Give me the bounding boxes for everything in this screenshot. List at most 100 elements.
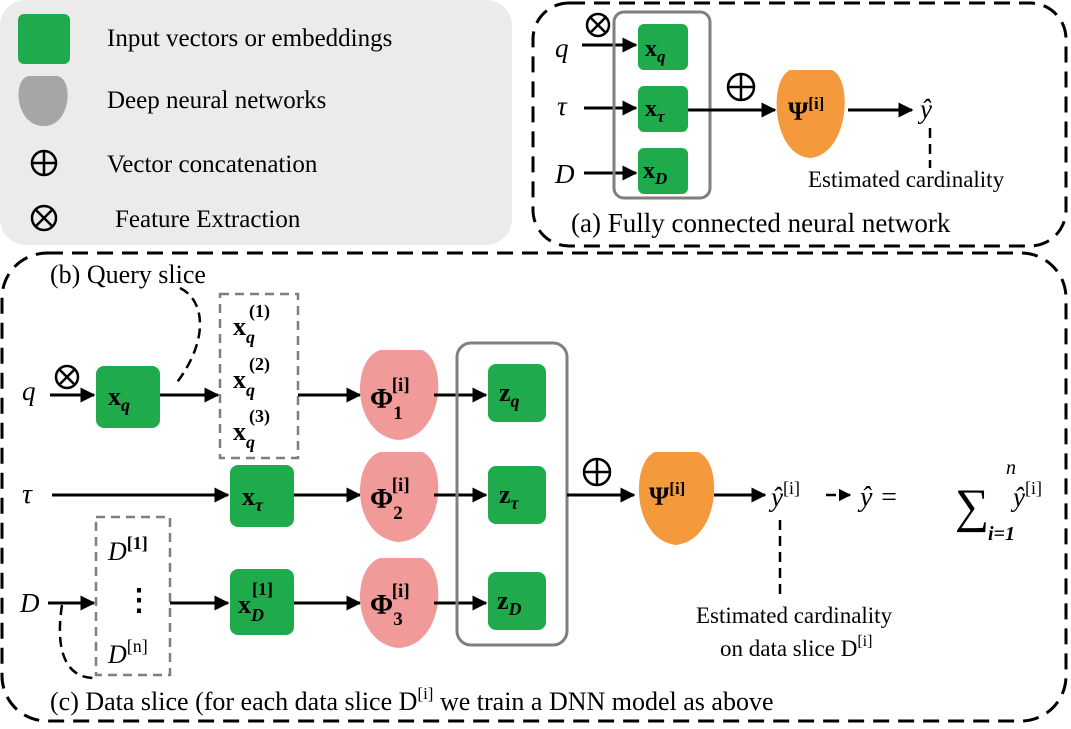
query-slice-2-label: x (233, 365, 246, 394)
input-tau-a: τ (557, 91, 568, 121)
note-estimated-b-line2: on data slice D (720, 636, 857, 661)
query-slice-3-sup: (3) (249, 406, 270, 427)
embedding-zt (488, 466, 546, 524)
formula-lower: i=1 (988, 523, 1015, 545)
query-slice-1-sup: (1) (249, 301, 270, 322)
panel-bc: (b) Query slice q xq xq(1) xq(2) xq(3) τ… (0, 251, 1068, 723)
vector-xq-a (638, 24, 688, 70)
caption-data-slice: (c) Data slice (for each data slice D (50, 687, 417, 716)
data-slice-last-label: D (107, 640, 127, 669)
svg-text:xD[1]: xD[1] (238, 579, 273, 625)
svg-text:D[1]: D[1] (107, 533, 148, 566)
data-slices-frame (94, 515, 172, 677)
network-phi3-label: Φ (370, 590, 393, 621)
output-yhat-i: ŷ (768, 482, 783, 512)
svg-text:xτ: xτ (645, 96, 665, 126)
input-q-b: q (22, 376, 36, 406)
input-group-frame (612, 10, 712, 200)
caption-data-slice-sup: [i] (417, 684, 433, 703)
network-psi-b-sup: [i] (669, 479, 685, 498)
formula-term-sup: [i] (1025, 478, 1042, 498)
vector-xq-a-sub: q (657, 47, 666, 66)
formula-term: ŷ (1010, 482, 1025, 512)
oplus-icon (30, 149, 58, 177)
vector-xq-b-sub: q (121, 395, 130, 415)
embedding-zt-label: z (499, 480, 511, 509)
otimes-icon (585, 12, 611, 38)
caption-query-slice: (b) Query slice (50, 260, 206, 289)
green-square-icon (18, 14, 70, 64)
svg-text:xq: xq (645, 36, 666, 66)
query-slice-3-sub: q (246, 432, 255, 452)
legend-label-dnn: Deep neural networks (107, 87, 326, 114)
network-phi3-sub: 3 (393, 609, 403, 630)
svg-text:Ψ[i]: Ψ[i] (788, 94, 824, 126)
input-d-b: D (19, 588, 40, 618)
query-slice-2-sup: (2) (249, 354, 270, 375)
legend-background (0, 0, 512, 245)
svg-text:xq: xq (108, 382, 130, 415)
network-phi1 (360, 350, 439, 440)
embedding-zd-sub: D (508, 599, 522, 619)
network-psi-a-sup: [i] (808, 94, 824, 113)
vector-xd1-b-sup: [1] (252, 579, 273, 599)
data-slice-dots: ⋮ (124, 584, 154, 617)
vector-xq-b-label: x (108, 382, 121, 411)
query-slice-3-label: x (233, 417, 246, 446)
data-slice-first-label: D (107, 537, 127, 566)
network-psi-b-label: Ψ (649, 482, 670, 511)
svg-text:on data slice D[i]: on data slice D[i] (720, 633, 872, 661)
formula-upper: n (1006, 457, 1016, 479)
network-phi1-sup: [i] (392, 375, 410, 396)
input-q-a: q (555, 33, 569, 63)
legend-label-input: Input vectors or embeddings (107, 25, 392, 52)
legend: Input vectors or embeddings Deep neural … (0, 0, 512, 245)
query-slice-1-sub: q (246, 327, 255, 347)
svg-text:(c) Data slice (for each data: (c) Data slice (for each data slice D[i]… (50, 684, 774, 716)
svg-text:ŷ[i]: ŷ[i] (1010, 478, 1042, 512)
svg-text:xτ: xτ (242, 482, 264, 515)
vector-xd-a (638, 148, 688, 194)
svg-text:Φ2[i]: Φ2[i] (370, 475, 410, 524)
panel-a-frame (531, 1, 1068, 248)
embedding-zq-sub: q (511, 391, 520, 411)
otimes-icon (54, 364, 80, 390)
vector-xt-b-label: x (242, 482, 255, 511)
formula-sum: ∑ (955, 480, 989, 533)
network-phi1-sub: 1 (393, 403, 403, 424)
legend-label-concat: Vector concatenation (107, 151, 318, 178)
svg-text:xq(3): xq (3) (233, 406, 270, 452)
vector-xt-b (230, 465, 294, 527)
vector-xd-a-label: x (643, 158, 655, 184)
network-psi-a-label: Ψ (788, 97, 809, 126)
network-phi2-label: Φ (370, 484, 393, 515)
network-phi1-label: Φ (370, 384, 393, 415)
vector-xd1-b (230, 569, 294, 635)
data-slice-last-sup: [n] (127, 636, 148, 656)
network-phi3 (360, 558, 439, 648)
note-estimated-a: Estimated cardinality (808, 167, 1005, 192)
svg-text:D[n]: D[n] (107, 636, 148, 669)
svg-text:ŷ[i]: ŷ[i] (768, 478, 800, 512)
vector-xt-a (638, 86, 688, 132)
output-yhat-a: ŷ (917, 94, 932, 124)
network-phi2 (360, 452, 439, 542)
embedding-zd-label: z (497, 586, 509, 615)
network-psi-a (776, 70, 845, 158)
svg-text:xq(1): xq (1) (233, 301, 270, 347)
embedding-zq (488, 364, 546, 422)
formula-lhs: ŷ = (857, 482, 898, 513)
gray-blob-icon (18, 76, 68, 126)
note-estimated-b-line1: Estimated cardinality (696, 603, 893, 628)
svg-text:Ψ[i]: Ψ[i] (649, 479, 685, 511)
caption-data-slice-post: we train a DNN model as above (433, 687, 773, 716)
embedding-zq-label: z (499, 378, 511, 407)
query-slices-frame (218, 292, 300, 460)
input-tau-b: τ (22, 479, 33, 510)
query-slice-1-label: x (233, 312, 246, 341)
svg-text:Φ3[i]: Φ3[i] (370, 581, 410, 630)
svg-text:xq(2): xq(2) (233, 354, 270, 400)
network-phi2-sub: 2 (393, 503, 403, 524)
embedding-zd (488, 572, 546, 630)
